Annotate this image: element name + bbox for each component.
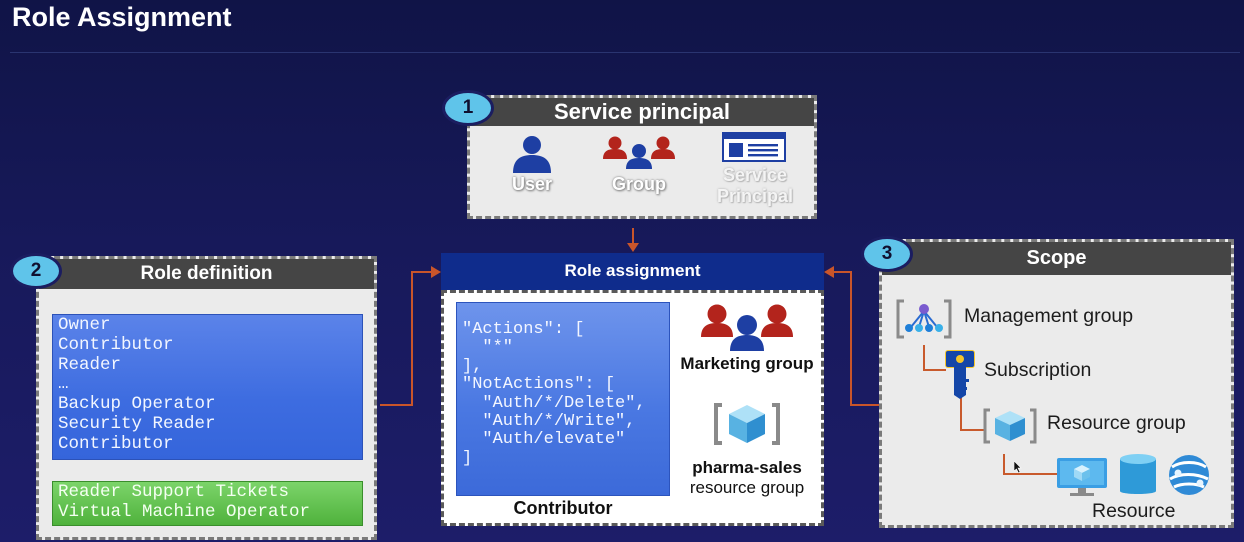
scope-heading: Scope [882, 242, 1231, 275]
connector-rg-to-res [1003, 454, 1057, 475]
service-principal-item: Service Principal [705, 132, 805, 212]
resource-group-label: Resource group [1047, 412, 1186, 434]
resource-group-sublabel: resource group [689, 478, 805, 497]
custom-role-item: Virtual Machine Operator [58, 501, 311, 522]
code-line: ], [462, 356, 483, 376]
role-definition-panel: Role definition Owner Contributor Reader… [36, 256, 377, 540]
subscription-key-icon [945, 350, 975, 399]
resource-group-name: pharma-sales [692, 458, 802, 477]
mouse-cursor-icon [1014, 461, 1022, 473]
scope-panel: Scope Management group Subscription [879, 239, 1234, 528]
code-line: "Auth/*/Write", [462, 412, 636, 432]
role-item: … [58, 374, 69, 395]
role-item: Contributor [58, 334, 174, 355]
code-line: ] [462, 448, 473, 468]
badge-3: 3 [861, 236, 913, 272]
resource-label: Resource [1092, 500, 1176, 522]
user-icon [513, 136, 551, 173]
scope-resource-group-icon [983, 408, 1037, 444]
role-item: Security Reader [58, 413, 216, 434]
group-icon [603, 136, 675, 169]
code-line: "Auth/*/Delete", [462, 393, 646, 413]
page-title: Role Assignment [12, 2, 232, 32]
management-group-label: Management group [964, 305, 1134, 327]
role-item: Owner [58, 315, 111, 335]
builtin-roles-list: Owner Contributor Reader … Backup Operat… [52, 314, 363, 460]
custom-role-item: Reader Support Tickets [58, 482, 290, 502]
role-item: Backup Operator [58, 394, 216, 415]
badge-1: 1 [442, 90, 494, 126]
service-principal-label-line1: Service [722, 165, 788, 185]
virtual-machine-icon [1057, 458, 1107, 496]
marketing-group-label: Marketing group [680, 354, 814, 373]
network-globe-icon [1169, 455, 1209, 495]
role-item: Reader [58, 354, 122, 375]
contributor-label: Contributor [513, 498, 613, 518]
service-principal-heading: Service principal [470, 98, 814, 126]
user-label: User [511, 174, 553, 194]
role-item: Contributor [58, 433, 174, 454]
marketing-group-icon [701, 304, 793, 351]
resource-group-icon [714, 403, 780, 445]
connector-sub-to-rg [960, 397, 984, 431]
code-line: "*" [462, 338, 514, 358]
group-label: Group [612, 174, 666, 194]
service-principal-panel: Service principal User Group Serv [467, 95, 817, 219]
management-group-icon [896, 299, 952, 339]
code-line: "Actions": [ [462, 320, 585, 339]
code-line: "Auth/elevate" [462, 430, 626, 450]
group-item: Group [600, 135, 678, 195]
role-assignment-box: "Actions": [ "*" ], "NotActions": [ "Aut… [441, 290, 824, 526]
user-item: User [503, 135, 561, 195]
service-principal-label-line2: Principal [716, 186, 794, 206]
contributor-code-block: "Actions": [ "*" ], "NotActions": [ "Aut… [456, 302, 670, 496]
subscription-label: Subscription [984, 359, 1092, 381]
storage-cylinder-icon [1120, 454, 1156, 494]
connector-mg-to-sub [923, 345, 946, 371]
role-definition-heading: Role definition [39, 259, 374, 289]
role-assignment-heading: Role assignment [441, 253, 824, 290]
badge-2: 2 [10, 253, 62, 289]
title-divider [10, 52, 1240, 53]
service-principal-card-icon [722, 132, 786, 162]
code-line: "NotActions": [ [462, 375, 616, 395]
custom-roles-list: Reader Support Tickets Virtual Machine O… [52, 481, 363, 526]
